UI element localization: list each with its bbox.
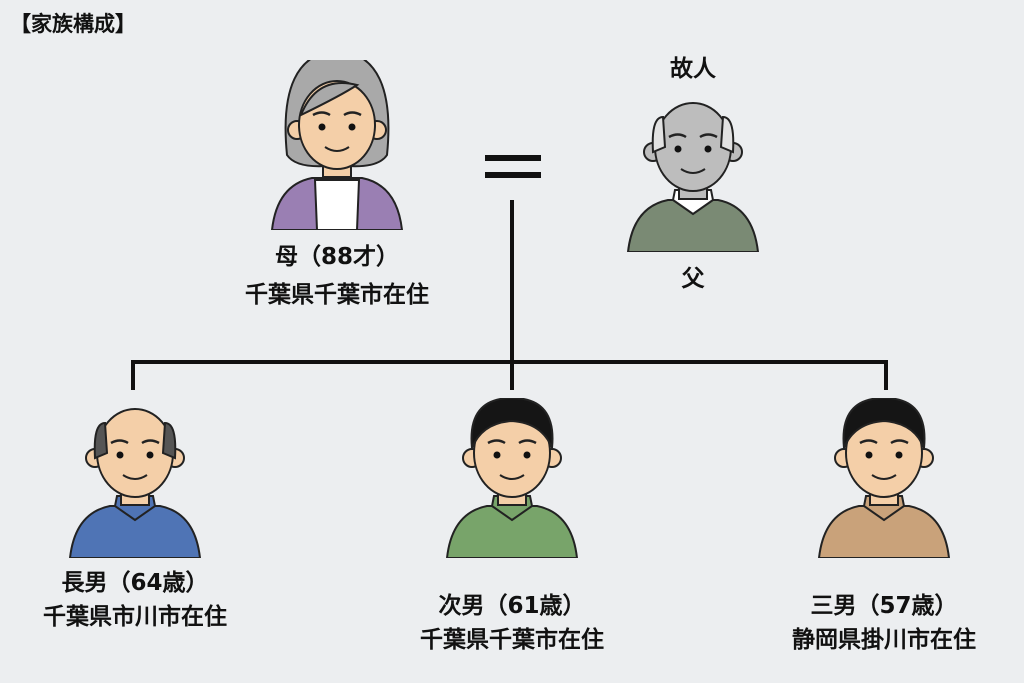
avatar-part — [674, 145, 682, 153]
smile — [499, 474, 525, 480]
parent-child-line — [510, 200, 514, 390]
hair — [470, 398, 554, 449]
avatar-part — [523, 451, 531, 459]
avatar-part — [704, 145, 712, 153]
face — [654, 102, 732, 192]
avatar-part — [312, 111, 362, 117]
avatar-part — [668, 133, 718, 139]
avatar-part — [865, 451, 873, 459]
second-son-relation-age: 次男（61歳） — [438, 593, 586, 619]
diagram-title: 【家族構成】 — [10, 12, 136, 36]
mother-avatar — [270, 60, 404, 230]
smile — [324, 146, 350, 152]
hair — [651, 115, 735, 154]
avatar-part — [859, 439, 909, 445]
face — [96, 408, 174, 498]
avatar-part — [348, 123, 356, 131]
third-son-residence: 静岡県掛川市在住 — [792, 627, 976, 653]
father-avatar — [626, 102, 760, 252]
shirt — [68, 505, 202, 558]
father-status: 故人 — [670, 56, 716, 82]
eldest-son-residence: 千葉県市川市在住 — [43, 604, 227, 630]
third-son-avatar — [817, 398, 951, 558]
second-son-residence: 千葉県千葉市在住 — [420, 627, 604, 653]
avatar-part — [146, 451, 154, 459]
avatar-part — [299, 82, 360, 118]
avatar-part — [487, 439, 537, 445]
shirt — [817, 505, 951, 558]
smile — [122, 474, 148, 480]
second-son-avatar — [445, 398, 579, 558]
shirt — [445, 505, 579, 558]
father-relation: 父 — [681, 266, 705, 292]
mother-residence: 千葉県千葉市在住 — [245, 282, 429, 308]
hair — [842, 398, 926, 449]
hair — [93, 421, 177, 460]
child-drop-line-3 — [884, 360, 888, 390]
avatar-part — [110, 439, 160, 445]
inner-shirt — [313, 179, 361, 230]
eldest-son-relation-age: 長男（64歳） — [61, 570, 209, 596]
avatar-part — [116, 451, 124, 459]
avatar-part — [895, 451, 903, 459]
shirt — [626, 199, 760, 252]
marriage-equals-sign-bottom — [485, 172, 541, 178]
smile — [871, 474, 897, 480]
marriage-equals-sign-top — [485, 155, 541, 161]
mother-relation-age: 母（88才） — [274, 244, 399, 270]
smile — [680, 168, 706, 174]
sibling-line — [131, 360, 888, 364]
third-son-relation-age: 三男（57歳） — [810, 593, 958, 619]
avatar-part — [318, 123, 326, 131]
child-drop-line-1 — [131, 360, 135, 390]
avatar-part — [493, 451, 501, 459]
eldest-son-avatar — [68, 408, 202, 558]
